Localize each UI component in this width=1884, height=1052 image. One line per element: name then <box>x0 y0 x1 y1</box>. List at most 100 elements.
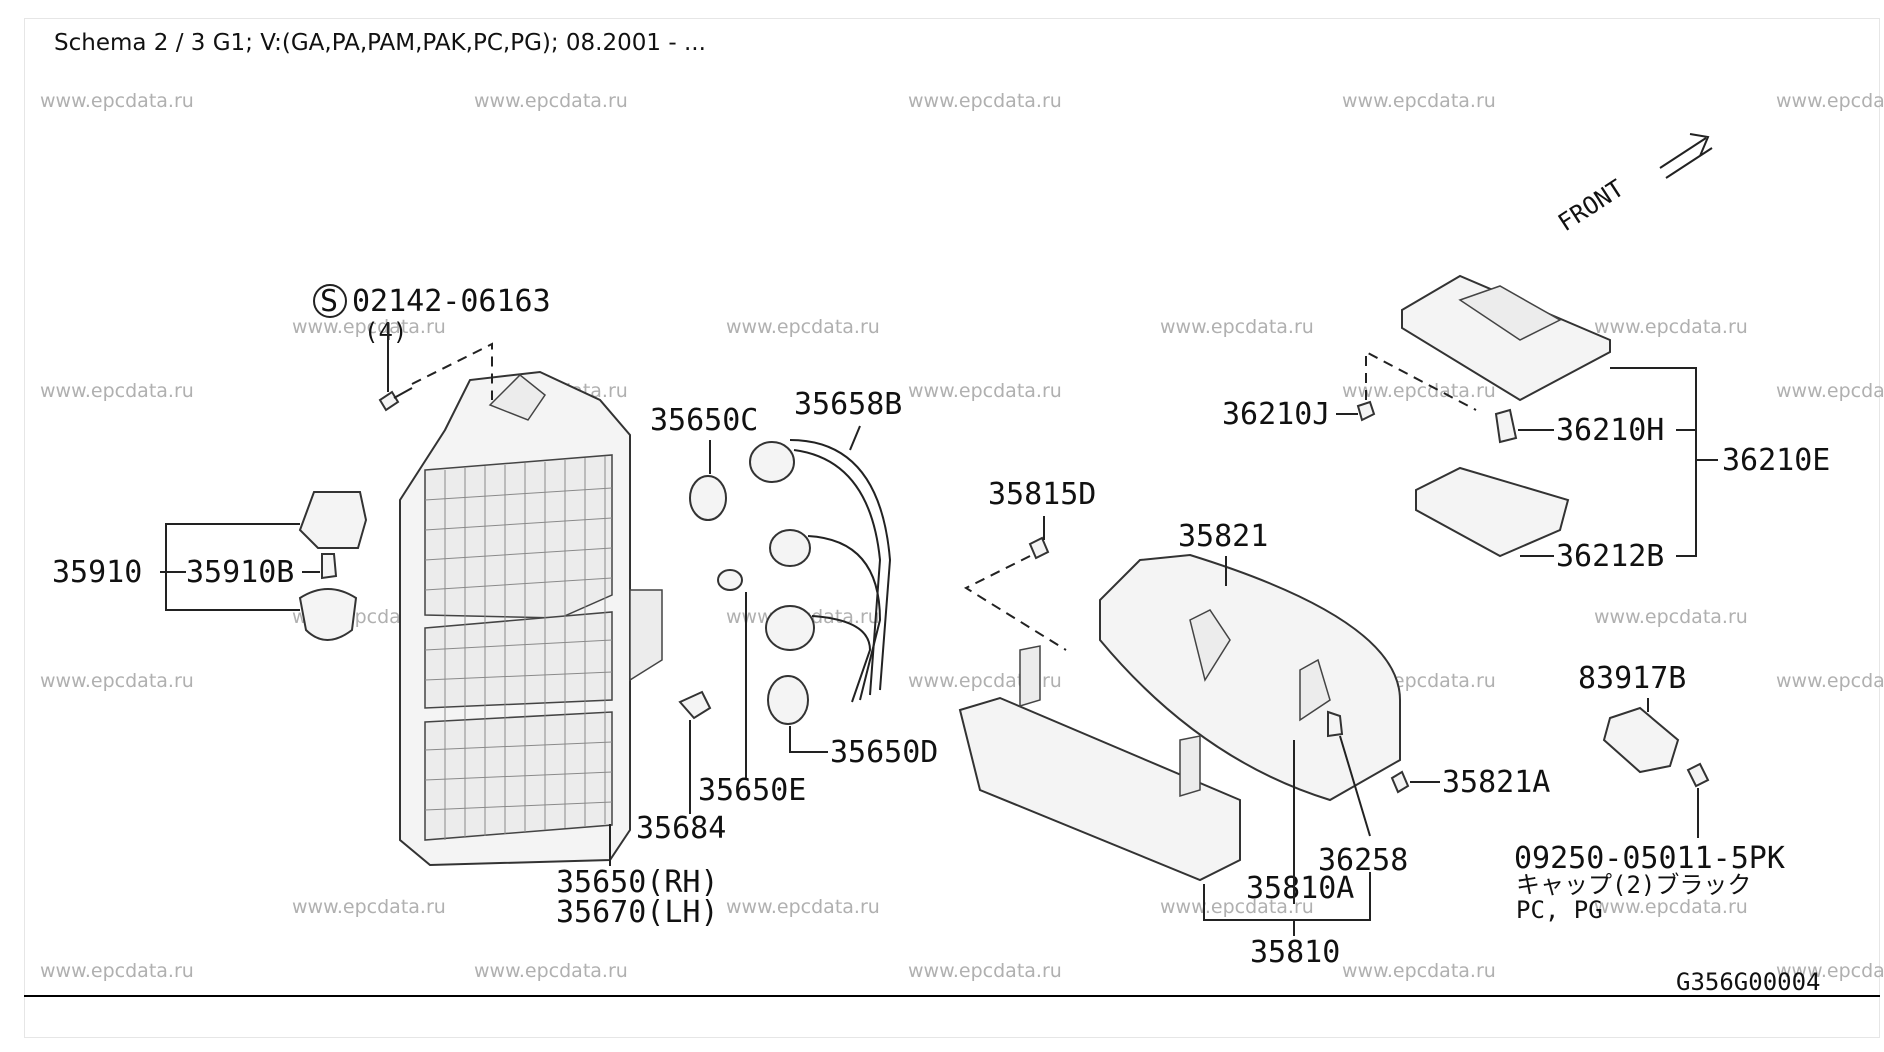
part-35910-group[interactable]: 35910 35910B <box>52 491 368 641</box>
label-35815D[interactable]: 35815D <box>988 477 1096 512</box>
lamp-middle-lens <box>424 611 613 709</box>
lamp-36210E-housing-icon[interactable] <box>1401 274 1611 402</box>
watermark: www.epcdata.ru <box>908 90 1062 112</box>
dash-02142 <box>411 342 493 400</box>
bracket-35810 <box>1203 872 1371 936</box>
watermark: www.epcdata.ru <box>1594 316 1748 338</box>
label-35650RH[interactable]: 35650(RH) <box>556 865 719 900</box>
watermark: www.epcdata.ru <box>1776 960 1884 982</box>
watermark: www.epcdata.ru <box>908 960 1062 982</box>
cap-09250-icon[interactable] <box>1686 762 1710 788</box>
bulb-35650C-icon[interactable] <box>689 475 727 521</box>
lamp-side-tab <box>629 589 663 682</box>
label-35910B[interactable]: 35910B <box>186 555 294 590</box>
label-36210E[interactable]: 36210E <box>1722 443 1830 478</box>
watermark: www.epcdata.ru <box>1342 90 1496 112</box>
watermark: www.epcdata.ru <box>726 316 880 338</box>
lamp-bracket-icon <box>1179 735 1201 798</box>
label-35670LH[interactable]: 35670(LH) <box>556 895 719 930</box>
bulb-36258-icon[interactable] <box>1327 710 1344 738</box>
label-35650C[interactable]: 35650C <box>650 403 758 438</box>
connector-35910-icon[interactable] <box>298 491 368 549</box>
bulb-35650D-icon[interactable] <box>767 675 809 725</box>
lens-36212B-icon[interactable] <box>1415 466 1570 558</box>
rear-lamp-assembly[interactable] <box>399 370 663 867</box>
label-35650D[interactable]: 35650D <box>830 735 938 770</box>
watermark: www.epcdata.ru <box>1594 606 1748 628</box>
leader-35650D <box>789 726 828 753</box>
watermark: www.epcdata.ru <box>292 316 446 338</box>
label-02142-qty: (4) <box>364 318 407 346</box>
label-36210H[interactable]: 36210H <box>1556 413 1664 448</box>
label-35821[interactable]: 35821 <box>1178 519 1268 554</box>
cap-35910-icon[interactable] <box>298 588 358 641</box>
lamp-upper-lens <box>424 454 613 619</box>
harness-wire-2 <box>793 449 882 696</box>
front-arrow-icon <box>1659 133 1713 179</box>
label-36210J[interactable]: 36210J <box>1222 397 1330 432</box>
screw-head-icon <box>378 390 400 412</box>
room-lamp-group[interactable]: 36210J 36210H 36210E 36212B <box>1222 274 1830 574</box>
watermark: www.epcdata.ru <box>1160 316 1314 338</box>
high-mount-lamp-group[interactable]: 35815D 35821 35821A 36258 35810A 35810 <box>958 477 1550 970</box>
label-35810[interactable]: 35810 <box>1250 935 1340 970</box>
screw-02142-06163[interactable]: S 02142-06163 (4) <box>313 284 551 412</box>
drawing-code: G356G00004 <box>1676 968 1821 996</box>
schema-title: Schema 2 / 3 G1; V:(GA,PA,PAM,PAK,PC,PG)… <box>54 30 706 56</box>
watermark: www.epcdata.ru <box>1776 90 1884 112</box>
watermark: www.epcdata.ru <box>908 380 1062 402</box>
label-s-symbol: S <box>320 284 338 319</box>
screw-35815D-icon[interactable] <box>1028 536 1050 560</box>
lamp-36210E-switch-icon <box>1458 285 1562 341</box>
bracket-35910 <box>165 523 300 611</box>
label-35910[interactable]: 35910 <box>52 555 142 590</box>
watermark: www.epcdata.ru <box>292 896 446 918</box>
s-mark-icon <box>313 284 347 318</box>
label-35821A[interactable]: 35821A <box>1442 765 1550 800</box>
cover-clip-icon <box>1189 609 1231 682</box>
front-label: FRONT <box>1553 174 1629 237</box>
front-indicator: FRONT <box>1553 133 1713 237</box>
clip-35910B-icon[interactable] <box>321 553 338 580</box>
label-36258[interactable]: 36258 <box>1318 843 1408 878</box>
clip-35684-icon[interactable] <box>678 690 712 720</box>
part-83917B-group[interactable]: 83917B 09250-05011-5PK キャップ(2)ブラック PC, P… <box>1514 661 1785 924</box>
watermark: www.epcdata.ru <box>1342 960 1496 982</box>
leader-35658B <box>849 425 861 451</box>
screw-35821A-icon[interactable] <box>1390 770 1410 794</box>
grille-83917B-icon[interactable] <box>1602 706 1680 774</box>
socket-middle-icon <box>769 529 811 567</box>
label-cap-note: キャップ(2)ブラック <box>1516 871 1751 899</box>
harness-wire-3 <box>807 535 882 701</box>
socket-upper-icon <box>749 441 795 483</box>
screw-36210J-icon[interactable] <box>1356 400 1376 422</box>
cover-35821-icon[interactable] <box>1099 553 1401 802</box>
label-pc-pg: PC, PG <box>1516 896 1603 924</box>
watermark: www.epcdata.ru <box>1594 896 1748 918</box>
watermark: www.epcdata.ru <box>1160 896 1314 918</box>
lamp-35810-body-icon[interactable] <box>958 696 1241 882</box>
label-35810A[interactable]: 35810A <box>1246 871 1354 906</box>
label-35658B[interactable]: 35658B <box>794 387 902 422</box>
harness-wire-1 <box>789 439 892 691</box>
bulb-36210H-icon[interactable] <box>1494 408 1518 444</box>
label-35684[interactable]: 35684 <box>636 811 726 846</box>
watermark: www.epcdata.ru <box>40 670 194 692</box>
label-83917B[interactable]: 83917B <box>1578 661 1686 696</box>
watermark: www.epcdata.ru <box>726 896 880 918</box>
watermark: www.epcdata.ru <box>474 960 628 982</box>
watermark: www.epcdata.ru <box>40 960 194 982</box>
label-36212B[interactable]: 36212B <box>1556 539 1664 574</box>
bulb-socket-group[interactable]: 35650C 35658B 35650D 35650E 35684 35650(… <box>556 387 938 930</box>
watermark: www.epcdata.ru <box>40 90 194 112</box>
socket-lower-icon <box>765 605 815 651</box>
dash-35815D <box>963 555 1067 651</box>
watermark: www.epcdata.ru <box>1776 380 1884 402</box>
lamp-bracket-icon <box>1019 645 1041 708</box>
label-09250-05011-5PK[interactable]: 09250-05011-5PK <box>1514 841 1785 876</box>
lamp-mount-boss <box>488 373 547 421</box>
label-35650E[interactable]: 35650E <box>698 773 806 808</box>
lamp-lens-grid <box>424 456 613 840</box>
label-02142-06163[interactable]: 02142-06163 <box>352 284 551 319</box>
bulb-35650E-icon[interactable] <box>717 569 743 591</box>
